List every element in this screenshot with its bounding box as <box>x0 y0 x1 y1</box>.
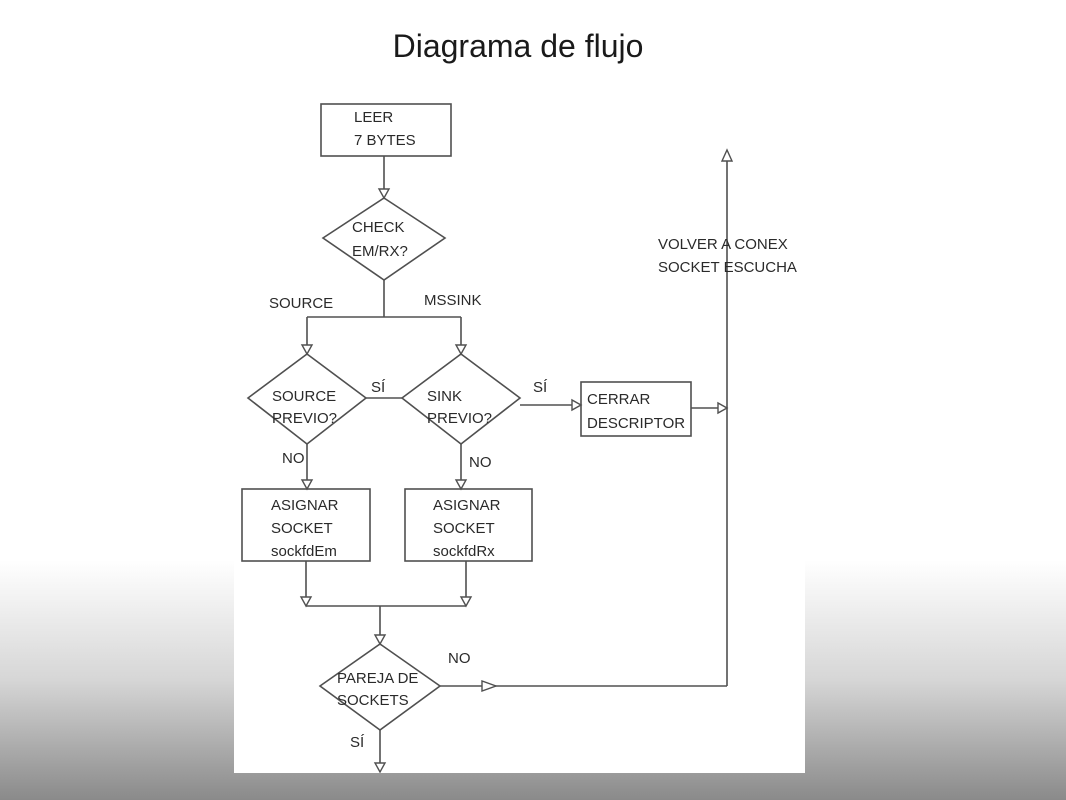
return-note: VOLVER A CONEX <box>658 236 788 253</box>
node-check-diamond <box>321 197 447 281</box>
arrowhead <box>717 401 729 415</box>
arrowhead <box>720 148 734 162</box>
node-read-box <box>320 103 452 157</box>
node-assign-em-label: sockfdEm <box>271 543 337 560</box>
edge-check-split <box>306 280 462 350</box>
edge-label-no-source: NO <box>282 450 305 467</box>
arrowhead <box>454 344 468 356</box>
flowchart: LEER 7 BYTES CHECK EM/RX? SOURCE PREVIO?… <box>241 103 797 773</box>
arrowhead <box>377 188 391 200</box>
node-assign-rx-label: SOCKET <box>433 520 495 537</box>
arrowhead <box>459 596 473 608</box>
node-check-label: EM/RX? <box>352 243 408 260</box>
edge-assign-merge <box>305 561 467 640</box>
arrowhead <box>481 680 499 692</box>
node-source-previo-label: PREVIO? <box>272 410 337 427</box>
node-assign-rx-box <box>404 488 533 562</box>
node-assign-em-box <box>241 488 371 562</box>
node-read-label: 7 BYTES <box>354 132 416 149</box>
arrowhead <box>571 398 583 412</box>
edge-label-si-pair: SÍ <box>350 734 365 751</box>
arrowhead <box>454 479 468 491</box>
node-close-label: CERRAR <box>587 391 651 408</box>
edge-label-si-sink: SÍ <box>533 379 548 396</box>
node-close-box <box>580 381 692 437</box>
node-read-label: LEER <box>354 109 393 126</box>
flowchart-panel: LEER 7 BYTES CHECK EM/RX? SOURCE PREVIO?… <box>234 92 805 773</box>
arrowhead <box>299 596 313 608</box>
edge-label-mssink: MSSINK <box>424 292 482 309</box>
arrowhead <box>300 479 314 491</box>
edge-label-source: SOURCE <box>269 295 333 312</box>
node-close-label: DESCRIPTOR <box>587 415 685 432</box>
node-pair-label: SOCKETS <box>337 692 409 709</box>
node-assign-rx-label: ASIGNAR <box>433 497 501 514</box>
node-assign-rx-label: sockfdRx <box>433 543 495 560</box>
edge-label-no-sink: NO <box>469 454 492 471</box>
edge-label-no-pair: NO <box>448 650 471 667</box>
arrowhead <box>300 344 314 356</box>
arrowhead <box>373 634 387 646</box>
arrowhead <box>373 762 387 773</box>
node-assign-em-label: SOCKET <box>271 520 333 537</box>
node-sink-previo-label: PREVIO? <box>427 410 492 427</box>
node-source-previo-label: SOURCE <box>272 388 336 405</box>
return-note: SOCKET ESCUCHA <box>658 259 797 276</box>
node-pair-label: PAREJA DE <box>337 670 418 687</box>
node-assign-em-label: ASIGNAR <box>271 497 339 514</box>
slide-title: Diagrama de flujo <box>392 28 644 64</box>
node-sink-previo-label: SINK <box>427 388 462 405</box>
node-check-label: CHECK <box>352 219 405 236</box>
edge-label-si-source: SÍ <box>371 379 386 396</box>
node-pair-diamond <box>318 643 442 731</box>
